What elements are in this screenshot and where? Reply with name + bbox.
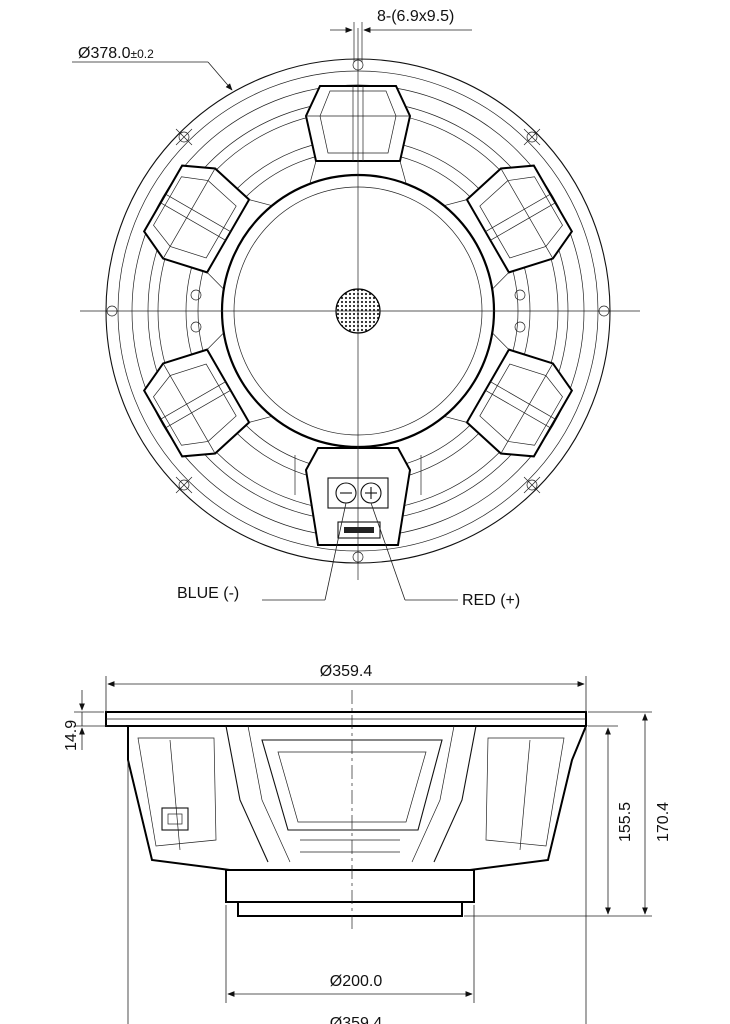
front-view: 8-(6.9x9.5) Ø378.0±0.2 BLUE (-) RED (+)	[72, 8, 640, 609]
top-width-label: Ø359.4	[320, 663, 373, 680]
magnet-diameter-label: Ø200.0	[330, 973, 383, 990]
overall-height-label: 170.4	[655, 802, 672, 842]
hole-dimension	[330, 22, 472, 62]
flange-thickness-label: 14.9	[63, 720, 80, 751]
terminal-leaders	[262, 502, 458, 601]
terminal-positive-label: RED (+)	[462, 592, 520, 609]
mounting-holes-label: 8-(6.9x9.5)	[377, 8, 454, 25]
terminal-negative-label: BLUE (-)	[177, 585, 239, 602]
side-view: Ø359.4 14.9 155.5 170.4 Ø200.0 Ø359.4	[63, 663, 672, 1024]
center-lines	[80, 28, 640, 580]
basket-body	[127, 725, 588, 871]
vent-holes	[190, 289, 526, 333]
magnet	[225, 869, 475, 903]
depth-label: 155.5	[617, 802, 634, 842]
outer-diameter-leader	[72, 61, 233, 91]
bottom-width-label: Ø359.4	[330, 1015, 383, 1024]
outer-diameter-label: Ø378.0±0.2	[78, 45, 154, 62]
backplate	[237, 901, 463, 917]
